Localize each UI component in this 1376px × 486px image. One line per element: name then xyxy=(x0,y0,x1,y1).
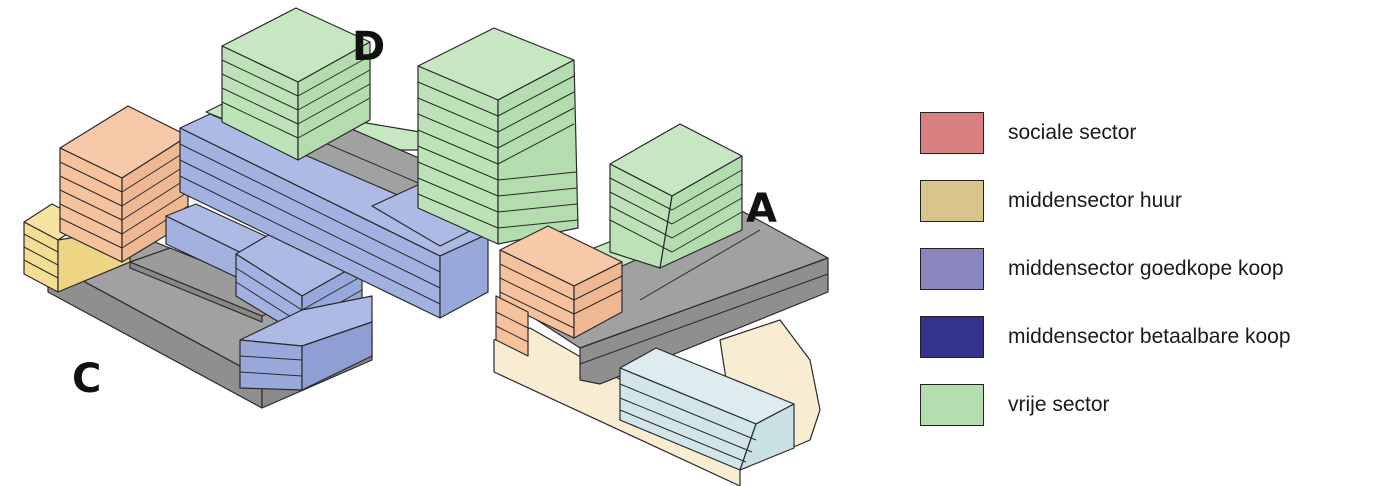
legend: sociale sector middensector huur middens… xyxy=(920,110,1360,450)
block-d-green-tower-right xyxy=(297,41,371,161)
legend-label: middensector goedkope koop xyxy=(1008,257,1284,280)
legend-label: sociale sector xyxy=(1008,121,1137,144)
legend-swatch xyxy=(920,248,984,290)
legend-swatch xyxy=(920,384,984,426)
legend-item-middensector-betaalbare-koop: middensector betaalbare koop xyxy=(920,314,1360,360)
block-d-blue-slab-end xyxy=(439,233,489,319)
block-label-d: D xyxy=(352,24,385,70)
block-c-blue-wing-face xyxy=(239,339,303,391)
legend-item-sociale-sector: sociale sector xyxy=(920,110,1360,156)
legend-label: middensector betaalbare koop xyxy=(1008,325,1291,348)
block-d xyxy=(179,7,579,319)
block-a-cyan-right xyxy=(739,403,795,471)
legend-swatch xyxy=(920,112,984,154)
block-label-a: A xyxy=(746,186,777,232)
legend-swatch xyxy=(920,180,984,222)
legend-item-middensector-huur: middensector huur xyxy=(920,178,1360,224)
block-a-orange-lower xyxy=(495,295,529,357)
block-a-orange-right xyxy=(573,261,623,339)
block-a-podium-face xyxy=(579,257,829,385)
legend-label: vrije sector xyxy=(1008,393,1110,416)
block-c-parking-strip-face xyxy=(129,261,263,323)
block-a-green-tower-right xyxy=(659,155,743,269)
block-label-c: C xyxy=(72,356,101,402)
block-c xyxy=(23,105,373,409)
legend-item-vrije-sector: vrije sector xyxy=(920,382,1360,428)
legend-label: middensector huur xyxy=(1008,189,1182,212)
block-c-blue-wing-right xyxy=(301,321,373,391)
legend-swatch xyxy=(920,316,984,358)
legend-item-middensector-goedkope-koop: middensector goedkope koop xyxy=(920,246,1360,292)
block-a xyxy=(493,123,829,486)
